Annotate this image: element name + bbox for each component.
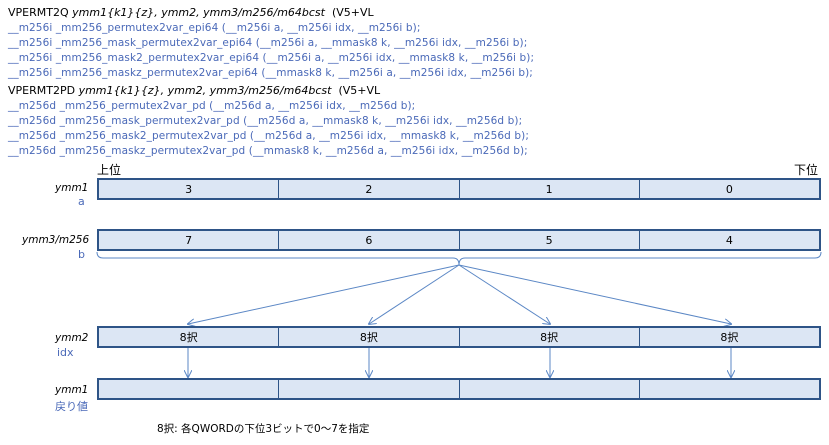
- footnote: 8択: 各QWORDの下位3ビットで0〜7を指定: [157, 423, 370, 435]
- brace: [96, 251, 822, 266]
- arrow: [369, 264, 460, 324]
- operands: ymm1{k1}{z}, ymm2, ymm3/m256/m64bcst: [78, 84, 332, 97]
- arrow: [188, 264, 460, 324]
- heading-vpermt2pd: VPERMT2PD ymm1{k1}{z}, ymm2, ymm3/m256/m…: [8, 84, 380, 97]
- register-label: ymm2: [55, 332, 89, 344]
- intrinsic-line: __m256d _mm256_mask2_permutex2var_pd (__…: [8, 130, 529, 142]
- mnemonic: VPERMT2PD: [8, 84, 76, 97]
- register-label: ymm1: [55, 182, 89, 194]
- arrow: [458, 264, 731, 324]
- qword-cell: [279, 380, 460, 398]
- heading-vpermt2q: VPERMT2Q ymm1{k1}{z}, ymm2, ymm3/m256/m6…: [8, 6, 374, 19]
- qword-cell: [640, 380, 819, 398]
- qword-cell: [99, 380, 280, 398]
- isa-tag: (V5+VL: [331, 6, 374, 19]
- lower-label: 下位: [794, 163, 819, 177]
- upper-label: 上位: [97, 163, 122, 177]
- qword-cell: 2: [279, 180, 460, 198]
- operand-label: a: [78, 195, 85, 208]
- intrinsic-line: __m256d _mm256_maskz_permutex2var_pd (__…: [8, 145, 528, 157]
- register-label: ymm1: [55, 384, 89, 396]
- intrinsic-line: __m256d _mm256_permutex2var_pd (__m256d …: [8, 100, 416, 112]
- operand-label: 戻り値: [55, 400, 88, 413]
- intrinsic-line: __m256i _mm256_permutex2var_epi64 (__m25…: [8, 22, 421, 34]
- intrinsic-line: __m256d _mm256_mask_permutex2var_pd (__m…: [8, 115, 523, 127]
- isa-tag: (V5+VL: [338, 84, 381, 97]
- qword-cell: [460, 380, 640, 398]
- operand-label: idx: [57, 346, 74, 359]
- operands: ymm1{k1}{z}, ymm2, ymm3/m256/m64bcst: [72, 6, 325, 19]
- qword-cell: 0: [725, 182, 733, 196]
- qword-cell: 4: [725, 233, 733, 247]
- qword-cell: 7: [99, 231, 280, 249]
- intrinsic-line: __m256i _mm256_maskz_permutex2var_epi64 …: [8, 67, 533, 79]
- qword-cell: 8択: [720, 331, 739, 344]
- qword-cell: 3: [99, 180, 280, 198]
- register-idx: 8択 8択 8択 8択: [97, 326, 821, 348]
- intrinsic-line: __m256i _mm256_mask2_permutex2var_epi64 …: [8, 52, 535, 64]
- qword-cell: 8択: [460, 328, 640, 346]
- register-a: 3 2 1 0: [97, 178, 821, 200]
- register-result: [97, 378, 821, 400]
- register-b: 7 6 5 4: [97, 229, 821, 251]
- qword-cell: 5: [460, 231, 640, 249]
- operand-label: b: [78, 248, 85, 261]
- mnemonic: VPERMT2Q: [8, 6, 69, 19]
- arrow: [458, 264, 550, 324]
- qword-cell: 6: [279, 231, 460, 249]
- intrinsic-line: __m256i _mm256_mask_permutex2var_epi64 (…: [8, 37, 528, 49]
- qword-cell: 8択: [279, 328, 460, 346]
- qword-cell: 8択: [99, 328, 280, 346]
- qword-cell: 1: [460, 180, 640, 198]
- register-label: ymm3/m256: [22, 234, 90, 246]
